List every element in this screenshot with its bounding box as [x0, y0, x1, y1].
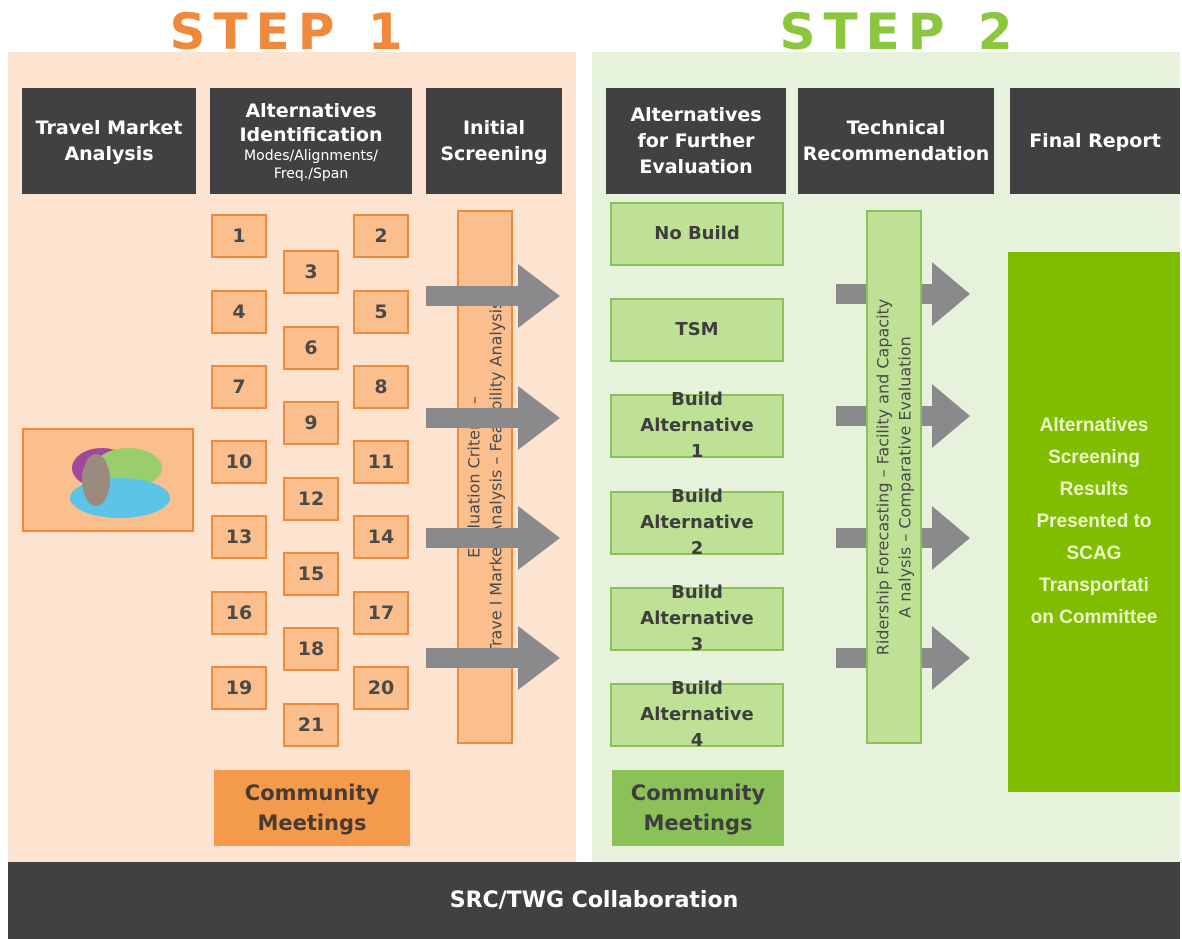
- right-arrow-icon: [836, 262, 970, 326]
- header-label: Alternatives for Further Evaluation: [630, 104, 762, 178]
- alternative-15: 15: [283, 552, 339, 596]
- header-technical-recommendation: Technical Recommendation: [798, 88, 994, 194]
- alternative-19: 19: [211, 666, 267, 710]
- evaluation-criteria-line1: Evaluation Criteria –: [464, 396, 484, 558]
- header-alternatives-identification: Alternatives Identification Modes/Alignm…: [210, 88, 412, 194]
- header-travel-market-analysis: Travel Market Analysis: [22, 88, 196, 194]
- alternative-11: 11: [353, 440, 409, 484]
- header-label: Initial Screening: [440, 117, 548, 165]
- header-sublabel: Modes/Alignments/ Freq./Span: [244, 148, 378, 182]
- step2-alternative-build-1: Build Alternative 1: [610, 389, 784, 462]
- right-arrow-icon: [836, 384, 970, 448]
- community-label: Community Meetings: [630, 781, 766, 835]
- alternative-7: 7: [211, 365, 267, 409]
- step2-alternative-no-build: No Build: [610, 202, 784, 266]
- ridership-line1: Ridership Forecasting – Facility and Cap…: [873, 298, 892, 656]
- header-label: Alternatives Identification: [239, 100, 383, 146]
- alternative-9: 9: [283, 401, 339, 445]
- evaluation-criteria-line2: Trave l Market Analysis – Feasibility An…: [486, 300, 506, 654]
- final-report-results-box: Alternatives Screening Results Presented…: [1008, 252, 1180, 792]
- alternative-label: TSM: [675, 319, 719, 340]
- step2-alternative-build-3: Build Alternative 3: [610, 582, 784, 655]
- alternative-8: 8: [353, 365, 409, 409]
- alternative-13: 13: [211, 515, 267, 559]
- footer-label: SRC/TWG Collaboration: [449, 888, 739, 913]
- collaboration-footer: SRC/TWG Collaboration: [8, 862, 1180, 939]
- alternative-21: 21: [283, 703, 339, 747]
- right-arrow-icon: [426, 506, 560, 570]
- header-label: Technical Recommendation: [802, 117, 990, 165]
- alternative-14: 14: [353, 515, 409, 559]
- alternative-16: 16: [211, 591, 267, 635]
- header-label: Travel Market Analysis: [35, 117, 183, 165]
- community-label: Community Meetings: [244, 781, 380, 835]
- alternative-label: Build Alternative 3: [640, 582, 754, 655]
- final-report-text: Alternatives Screening Results Presented…: [1030, 415, 1158, 628]
- alternative-label: Build Alternative 1: [640, 389, 754, 462]
- alternative-label: No Build: [654, 223, 740, 244]
- alternative-12: 12: [283, 477, 339, 521]
- right-arrow-icon: [426, 386, 560, 450]
- step2-alternative-tsm: TSM: [610, 298, 784, 362]
- alternative-label: Build Alternative 4: [640, 678, 754, 751]
- step1-community-meetings: Community Meetings: [214, 770, 410, 846]
- alternative-3: 3: [283, 250, 339, 294]
- alternative-4: 4: [211, 290, 267, 334]
- step2-title: STEP 2: [779, 3, 1021, 61]
- ridership-forecasting-box: Ridership Forecasting – Facility and Cap…: [866, 210, 922, 744]
- ridership-line2: A nalysis – Comparative Evaluation: [895, 336, 914, 618]
- right-arrow-icon: [426, 264, 560, 328]
- step2-community-meetings: Community Meetings: [612, 770, 784, 846]
- header-initial-screening: Initial Screening: [426, 88, 562, 194]
- travel-market-blob-box: [22, 428, 194, 532]
- alternative-6: 6: [283, 326, 339, 370]
- alternative-2: 2: [353, 214, 409, 258]
- right-arrow-icon: [426, 626, 560, 690]
- right-arrow-icon: [836, 626, 970, 690]
- header-label: Final Report: [1029, 130, 1161, 152]
- step2-alternative-build-2: Build Alternative 2: [610, 486, 784, 559]
- alternative-20: 20: [353, 666, 409, 710]
- alternative-label: Build Alternative 2: [640, 486, 754, 559]
- alternative-17: 17: [353, 591, 409, 635]
- right-arrow-icon: [836, 506, 970, 570]
- step2-alternative-build-4: Build Alternative 4: [610, 678, 784, 751]
- alternative-5: 5: [353, 290, 409, 334]
- step1-title: STEP 1: [169, 3, 411, 61]
- header-alternatives-further-evaluation: Alternatives for Further Evaluation: [606, 88, 786, 194]
- header-final-report: Final Report: [1010, 88, 1180, 194]
- evaluation-criteria-text: Evaluation Criteria – Trave l Market Ana…: [463, 301, 507, 654]
- alternative-10: 10: [211, 440, 267, 484]
- ridership-forecasting-text: Ridership Forecasting – Facility and Cap…: [872, 299, 916, 656]
- alternative-18: 18: [283, 627, 339, 671]
- travel-market-blob-icon: [70, 448, 170, 518]
- alternative-1: 1: [211, 214, 267, 258]
